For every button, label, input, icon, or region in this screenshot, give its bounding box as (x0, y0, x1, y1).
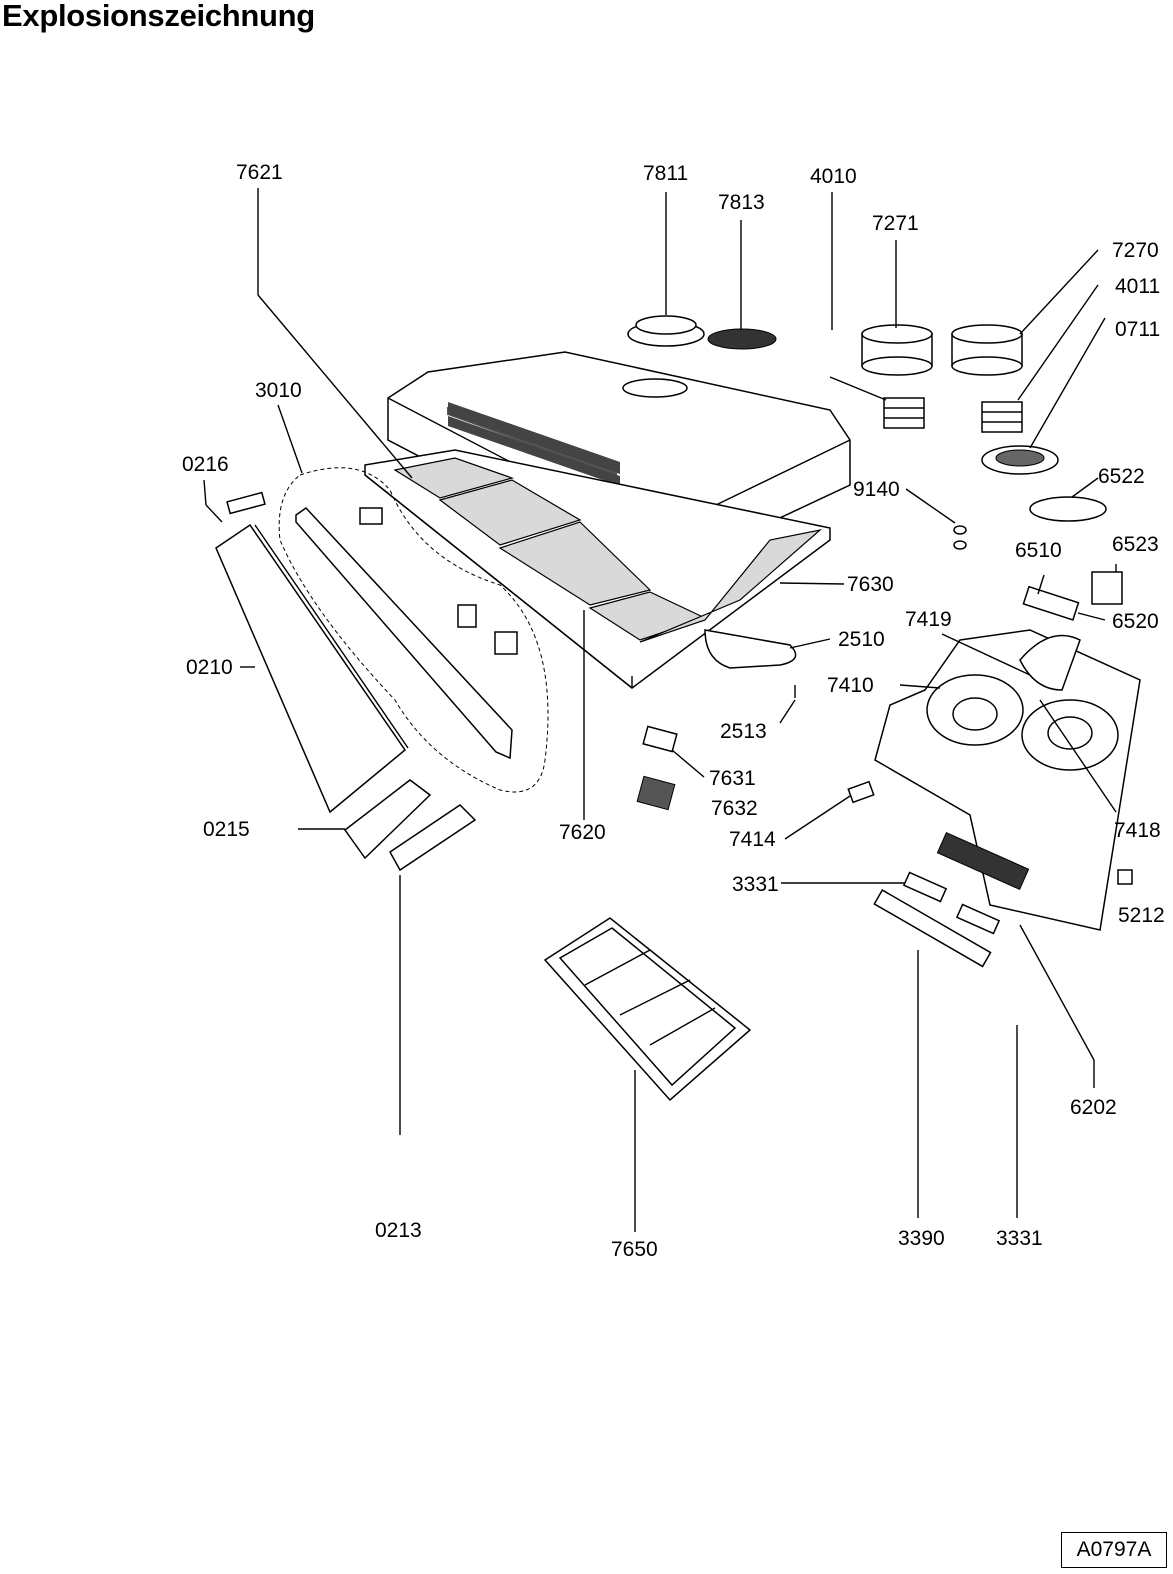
label-5212: 5212 (1118, 904, 1165, 927)
label-6520: 6520 (1112, 610, 1159, 633)
label-3331-b: 3331 (996, 1227, 1043, 1250)
part-7650-filter (543, 917, 752, 1102)
part-5212-clip (1117, 869, 1133, 885)
label-7271: 7271 (872, 212, 919, 235)
label-7620: 7620 (559, 821, 606, 844)
label-7414: 7414 (729, 828, 776, 851)
label-7410: 7410 (827, 674, 874, 697)
part-3331-switch-a (902, 871, 948, 903)
reference-code: A0797A (1061, 1532, 1167, 1568)
label-0210: 0210 (186, 656, 233, 679)
part-7813-mesh (707, 328, 777, 350)
part-0215-arm (343, 779, 432, 860)
label-7650: 7650 (611, 1238, 658, 1261)
part-6510-lamp (1022, 585, 1080, 621)
label-7270: 7270 (1112, 239, 1159, 262)
part-6522-gasket (1029, 496, 1107, 522)
part-6202-board (936, 831, 1030, 891)
label-2510: 2510 (838, 628, 885, 651)
part-9140-b (953, 540, 967, 550)
label-6522: 6522 (1098, 465, 1145, 488)
part-7632-clip (636, 775, 676, 811)
label-0215: 0215 (203, 818, 250, 841)
part-7270-fan (951, 324, 1023, 376)
part-6523-switch (1091, 571, 1123, 605)
part-0216-holder (226, 491, 266, 515)
part-4010-motor (883, 397, 925, 429)
part-0711-impeller (981, 445, 1059, 475)
label-3331-a: 3331 (732, 873, 779, 896)
part-labels: 7621 7811 7813 4010 7271 7270 4011 0711 … (182, 161, 1165, 1261)
label-4011: 4011 (1115, 275, 1160, 298)
label-6202: 6202 (1070, 1096, 1117, 1119)
label-7621: 7621 (236, 161, 283, 184)
label-2513: 2513 (720, 720, 767, 743)
label-9140: 9140 (853, 478, 900, 501)
part-3010-group (278, 467, 549, 793)
part-7410-housing (874, 629, 1141, 931)
label-7632: 7632 (711, 797, 758, 820)
part-3331-switch-b (955, 903, 1001, 935)
part-0210-glass (215, 523, 409, 814)
label-6523: 6523 (1112, 533, 1159, 556)
label-6510: 6510 (1015, 539, 1062, 562)
label-7630: 7630 (847, 573, 894, 596)
label-3010: 3010 (255, 379, 302, 402)
part-clip-upper (359, 507, 383, 525)
part-0213-control (389, 804, 477, 872)
label-7631: 7631 (709, 767, 756, 790)
part-clip-lower (494, 631, 518, 655)
part-7414-label (847, 780, 875, 804)
part-7271-fan (861, 324, 933, 376)
part-3390-bar (873, 889, 992, 968)
page-title: Explosionszeichnung (2, 0, 315, 33)
label-0711: 0711 (1115, 318, 1160, 341)
label-4010: 4010 (810, 165, 857, 188)
label-7811: 7811 (643, 162, 688, 185)
part-4011-motor (981, 401, 1023, 433)
filter-tray (364, 449, 831, 689)
part-9140-a (953, 525, 967, 535)
label-7813: 7813 (718, 191, 765, 214)
part-7631-clip (642, 725, 678, 753)
label-7418: 7418 (1114, 819, 1161, 842)
label-7419: 7419 (905, 608, 952, 631)
part-clip-mid (457, 604, 477, 628)
label-0216: 0216 (182, 453, 229, 476)
leader-lines (203, 188, 1117, 1232)
part-2510-tray (704, 629, 797, 669)
label-3390: 3390 (898, 1227, 945, 1250)
part-7811-ring (627, 315, 705, 347)
label-0213: 0213 (375, 1219, 422, 1242)
